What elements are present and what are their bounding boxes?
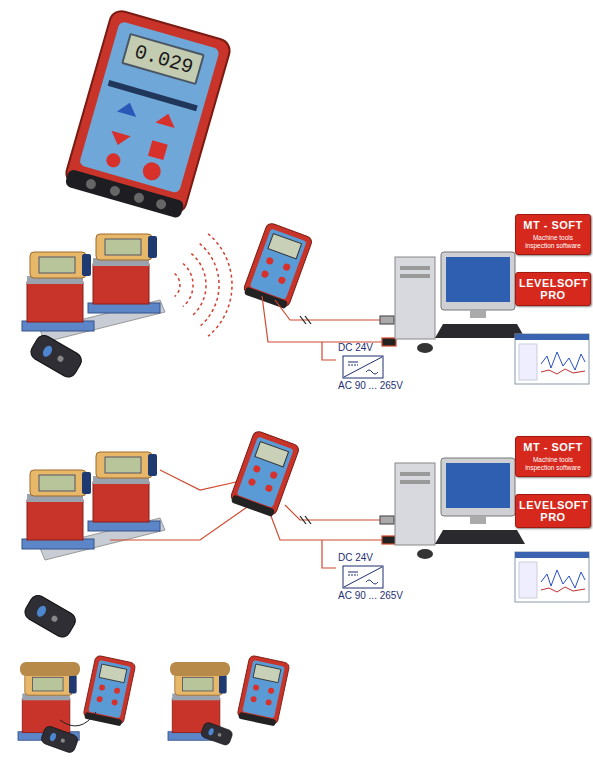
power-supply-symbol-part — [343, 356, 383, 378]
cable-part — [110, 505, 250, 540]
display-unit-part — [85, 178, 97, 190]
radio-waves-part — [191, 254, 206, 317]
cable-part — [305, 516, 311, 524]
power-supply: DC 24V AC 90 ... 265V — [338, 552, 413, 602]
level-pair — [22, 452, 165, 560]
display-unit — [62, 8, 232, 219]
product-photo-part — [20, 662, 80, 676]
software-box: LEVELSOFT PRO — [515, 272, 591, 306]
power-supply-symbol-part — [344, 567, 382, 587]
display-unit-part — [108, 131, 131, 148]
display-unit-part — [155, 111, 178, 128]
computer — [395, 458, 525, 559]
display-unit-part — [148, 140, 168, 160]
node-text: Machine tools inspection software — [519, 456, 587, 472]
radio-waves — [175, 234, 232, 337]
cable-part — [160, 470, 245, 490]
product-photo-part — [83, 655, 136, 727]
software-box: MT - SOFT Machine tools inspection softwa… — [515, 436, 591, 477]
display-unit-part — [141, 160, 163, 182]
product-photo-part — [40, 725, 79, 754]
radio-waves-part — [175, 274, 180, 297]
power-supply-symbol-part — [366, 370, 378, 374]
display-unit-part — [117, 100, 140, 117]
power-supply: DC 24V AC 90 ... 265V — [338, 342, 413, 392]
software-box: MT - SOFT Machine tools inspection softwa… — [515, 214, 591, 255]
cable — [262, 296, 398, 360]
cable-part — [380, 316, 394, 324]
display-unit-part — [155, 198, 167, 210]
power-supply-symbol-part — [348, 572, 358, 573]
cable-part — [268, 508, 390, 540]
cable-part — [300, 516, 306, 524]
software-screenshot — [515, 552, 589, 602]
display-unit-part — [133, 192, 145, 204]
level-pair-part — [88, 234, 160, 313]
display-unit-part — [108, 80, 198, 111]
radio-waves-part — [200, 244, 219, 327]
power-supply-symbol-part — [366, 580, 378, 584]
product-photo-part — [237, 655, 290, 727]
cable-part — [322, 342, 336, 360]
power-supply-symbol — [342, 565, 384, 589]
product-photo-part — [60, 712, 96, 726]
remote-control — [28, 332, 84, 380]
power-supply-symbol-part — [343, 566, 383, 588]
level-pair-part — [22, 252, 94, 331]
radio-waves-part — [183, 264, 193, 307]
power-supply-symbol-part — [348, 575, 358, 576]
software-box: LEVELSOFT PRO — [515, 494, 591, 528]
software-screenshot — [515, 334, 589, 384]
remote-control — [22, 592, 78, 640]
cable-part — [322, 540, 336, 568]
power-supply-symbol-part — [348, 365, 358, 366]
power-supply-symbol-part — [344, 357, 382, 377]
level-pair — [22, 234, 165, 342]
cable-part — [382, 536, 396, 544]
computer — [395, 252, 525, 353]
level-pair-part — [22, 470, 94, 549]
product-photo — [168, 655, 290, 746]
radio-waves-part — [208, 234, 232, 337]
cable-part — [262, 296, 390, 342]
display-unit-part — [109, 185, 121, 197]
node-text: Machine tools inspection software — [519, 234, 587, 250]
cable-part — [382, 338, 396, 346]
node-title: MT - SOFT — [519, 219, 587, 231]
handheld-unit — [229, 430, 300, 518]
display-unit-part — [64, 8, 233, 215]
display-unit-part — [64, 169, 184, 219]
handheld-unit — [242, 222, 313, 310]
power-supply-symbol-part — [348, 362, 358, 363]
node-title: DC 24V — [338, 342, 413, 354]
display-unit-part — [79, 21, 220, 194]
node-title: LEVELSOFT PRO — [519, 277, 587, 301]
product-photo-part — [200, 721, 234, 746]
product-photo — [18, 655, 136, 754]
cable-part — [305, 316, 311, 324]
node-text: AC 90 ... 265V — [338, 380, 413, 392]
cable-part — [300, 316, 306, 324]
node-title: DC 24V — [338, 552, 413, 564]
node-title: LEVELSOFT PRO — [519, 499, 587, 523]
display-unit-part — [105, 152, 122, 169]
cable-part — [380, 516, 394, 524]
node-title: MT - SOFT — [519, 441, 587, 453]
level-pair-part — [88, 452, 160, 531]
node-text: AC 90 ... 265V — [338, 590, 413, 602]
power-supply-symbol — [342, 355, 384, 379]
product-photo-part — [170, 662, 230, 676]
